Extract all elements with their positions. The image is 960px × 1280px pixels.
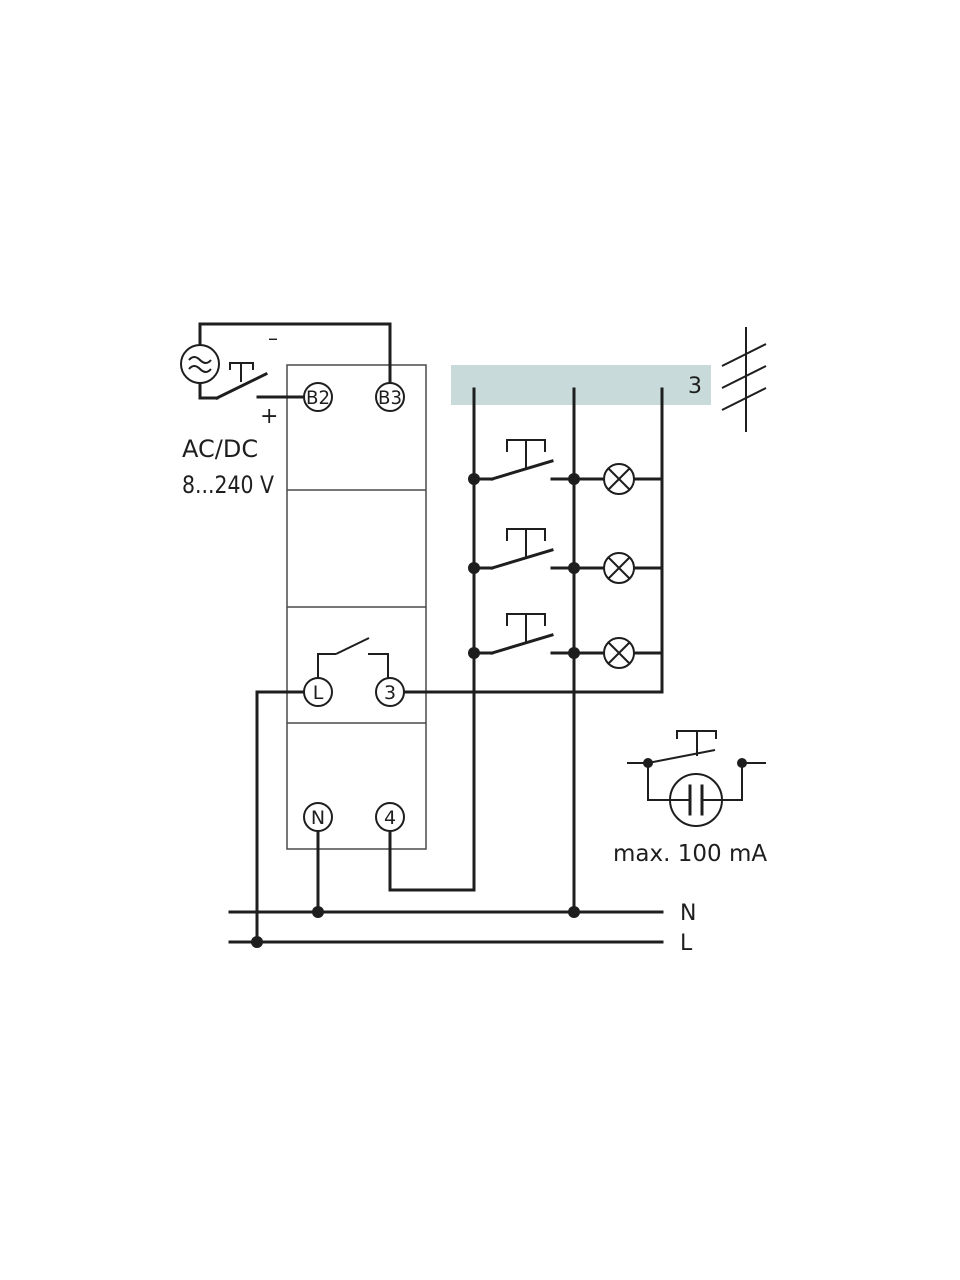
- junction-dot: [737, 758, 747, 768]
- junction-dot: [568, 562, 580, 574]
- terminal-3: 3: [375, 677, 405, 707]
- terminal-3-output-wire: [402, 387, 664, 694]
- terminal-b3-label: B3: [378, 387, 402, 409]
- pushbutton-row-1: [468, 439, 664, 495]
- terminal-4: 4: [375, 802, 405, 832]
- l-terminal-feed-wire: [255, 690, 305, 944]
- supply-minus-label: –: [268, 326, 278, 350]
- junction-dot: [568, 647, 580, 659]
- junction-dot: [468, 647, 480, 659]
- ac-source-icon: [180, 344, 220, 384]
- line-bus-label: L: [680, 931, 693, 956]
- terminal-4-wire: [388, 387, 476, 892]
- terminal-b2: B2: [303, 382, 333, 412]
- neutral-bus-label: N: [680, 901, 696, 926]
- terminal-l: L: [303, 677, 333, 707]
- junction-dot: [251, 936, 263, 948]
- illuminated-pushbutton-inset: [627, 730, 766, 827]
- terminal-3-label: 3: [384, 682, 396, 704]
- supply-type-label: AC/DC: [182, 435, 258, 463]
- terminal-l-label: L: [313, 682, 324, 704]
- terminal-b2-label: B2: [306, 387, 330, 409]
- device-housing: [286, 364, 427, 850]
- junction-dot: [312, 906, 324, 918]
- terminal-n-label: N: [311, 807, 325, 829]
- junction-dot: [468, 562, 480, 574]
- supply-plus-label: +: [260, 404, 278, 429]
- junction-dot: [568, 906, 580, 918]
- supply-circuit: [198, 322, 392, 401]
- junction-dot: [568, 473, 580, 485]
- lamp-icon: [603, 637, 635, 669]
- max-current-label: max. 100 mA: [613, 841, 767, 867]
- terminal-b3: B3: [375, 382, 405, 412]
- cable-cores-label: 3: [688, 374, 702, 399]
- cable-band: [451, 365, 711, 405]
- terminal-4-label: 4: [384, 807, 396, 829]
- junction-dot: [643, 758, 653, 768]
- lamp-icon: [603, 552, 635, 584]
- relay-contact: [317, 637, 389, 678]
- junction-dot: [468, 473, 480, 485]
- cable-slash-marks: [721, 327, 767, 432]
- pushbutton-row-3: [468, 613, 664, 669]
- terminal-n: N: [303, 802, 333, 832]
- lamp-icon: [603, 463, 635, 495]
- pushbutton-row-2: [468, 528, 664, 584]
- supply-voltage-label: 8...240 V: [182, 471, 274, 499]
